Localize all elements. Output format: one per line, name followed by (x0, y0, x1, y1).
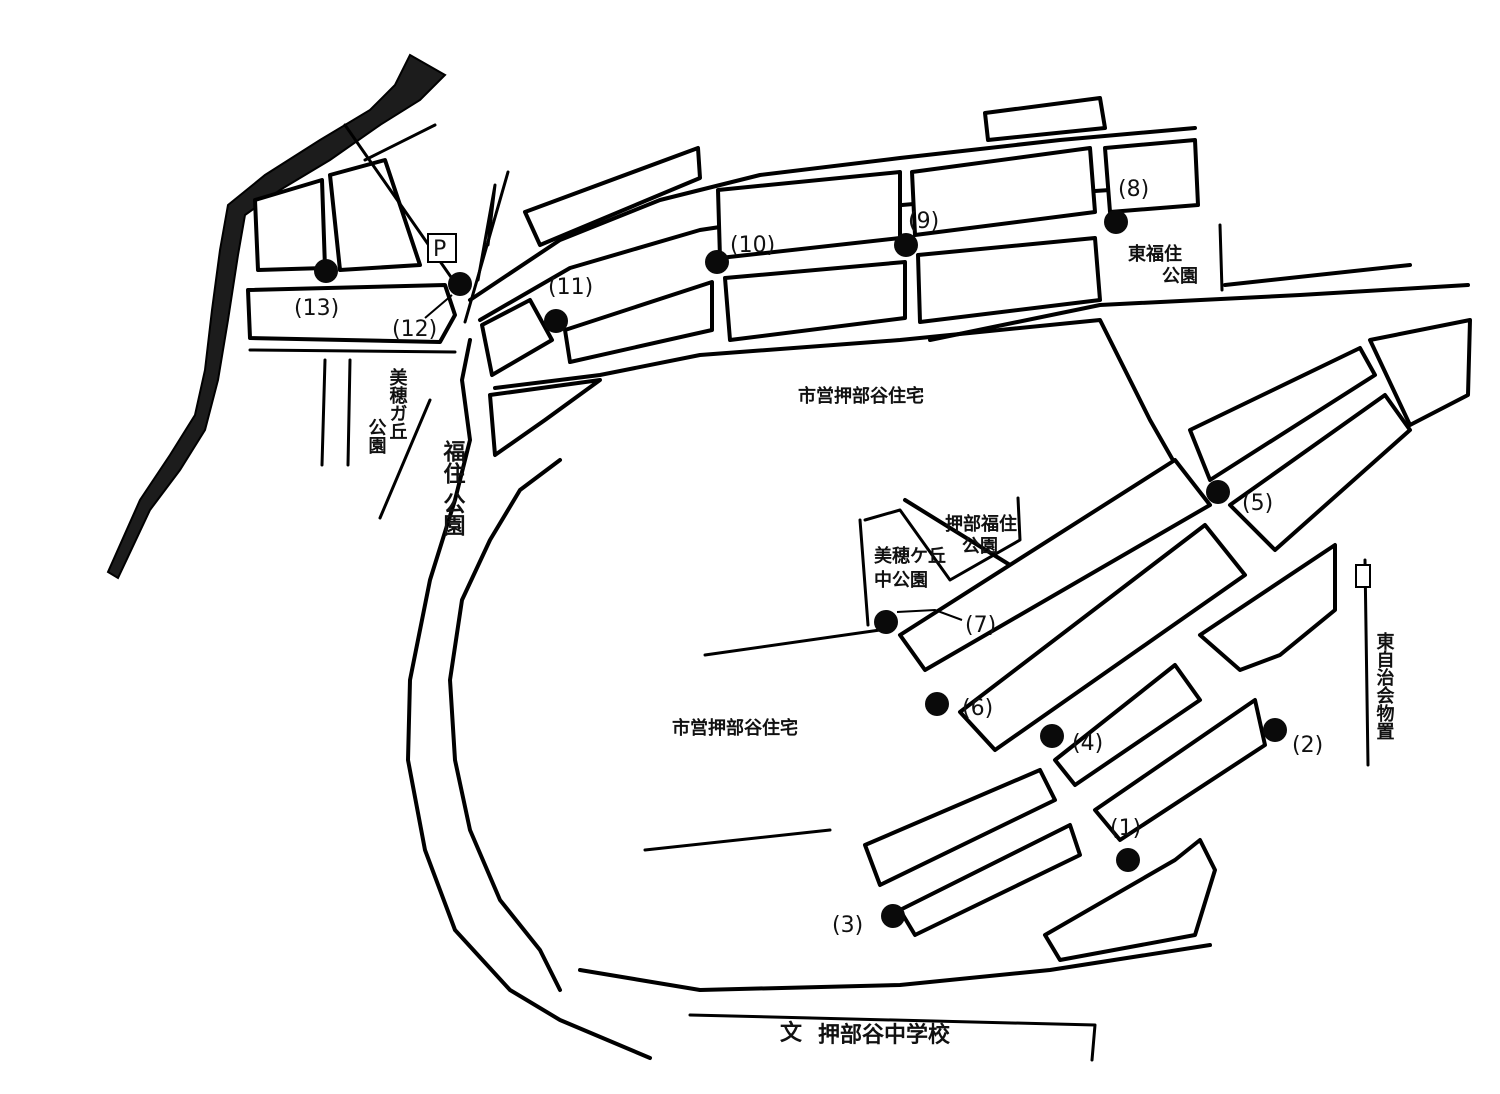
road-nw-v1 (320, 358, 327, 467)
park-mihogaoka-1: 美穂ガ丘 (387, 367, 408, 440)
label-7: (7) (965, 613, 996, 638)
school-name: 押部谷中学校 (818, 1022, 951, 1048)
parking-label: P (433, 237, 446, 262)
park-fukuzumi-2: 公園 (440, 492, 466, 536)
block-se-9 (898, 823, 1082, 937)
point-2[interactable] (1263, 718, 1287, 742)
label-2: (2) (1292, 733, 1323, 758)
block-se-7 (1093, 698, 1267, 842)
park-mihogaoka-small-1: 美穂ケ丘 (874, 545, 946, 567)
block-row1-c (1103, 138, 1200, 214)
road-center-small (863, 496, 1022, 582)
point-6[interactable] (925, 692, 949, 716)
road-west-loop (448, 458, 562, 992)
point-5[interactable] (1206, 480, 1230, 504)
road-east-long (928, 283, 1470, 342)
road-storage (1363, 558, 1370, 767)
label-5: (5) (1242, 491, 1273, 516)
parking-box (427, 233, 457, 263)
block-se-1 (1188, 346, 1377, 482)
road-school-top (688, 1013, 1097, 1062)
label-9: (9) (908, 209, 939, 234)
road-nw-v2 (346, 358, 352, 467)
north-block-1 (523, 146, 702, 247)
road-south (578, 943, 1212, 992)
label-11: (11) (548, 275, 593, 300)
storage-box (1355, 564, 1371, 588)
point-4[interactable] (1040, 724, 1064, 748)
leader-12 (424, 294, 453, 319)
point-12[interactable] (448, 272, 472, 296)
label-3: (3) (832, 913, 863, 938)
block-nw-3 (246, 283, 457, 344)
block-se-5 (1198, 543, 1337, 672)
park-higashi-fukuzumi-1: 東福住 (1128, 243, 1182, 265)
road-fukuzumi (378, 398, 432, 520)
block-se-2 (1228, 393, 1412, 552)
road-ne-diag-2 (363, 123, 437, 162)
label-10: (10) (730, 233, 775, 258)
park-fukuzumi-1: 福住 (440, 440, 467, 484)
point-3[interactable] (881, 904, 905, 928)
label-6: (6) (962, 696, 993, 721)
housing-center-label: 市営押部谷住宅 (672, 717, 798, 739)
block-row1-b (910, 146, 1097, 237)
river (106, 53, 447, 580)
park-oshibe-fukuzumi-1: 押部福住 (945, 513, 1017, 535)
block-row2-d (480, 298, 554, 377)
block-se-10 (1043, 838, 1217, 962)
block-mid-1 (488, 378, 602, 457)
block-se-3 (898, 458, 1212, 672)
label-4: (4) (1072, 731, 1103, 756)
label-8: (8) (1118, 177, 1149, 202)
label-12: (12) (392, 317, 437, 342)
park-mihogaoka-2: 公園 (366, 418, 387, 455)
point-7[interactable] (874, 610, 898, 634)
road-east-stub (1218, 223, 1224, 292)
road-mid-south (643, 828, 832, 852)
label-13: (13) (294, 296, 339, 321)
block-ne-right (1368, 318, 1472, 427)
block-row2-c (916, 236, 1102, 324)
park-higashi-fukuzumi-2: 公園 (1162, 266, 1198, 287)
block-row2-b (723, 260, 907, 342)
road-east-long-2 (1223, 263, 1412, 287)
block-nw-2 (328, 158, 422, 272)
label-1: (1) (1110, 816, 1141, 841)
point-9[interactable] (894, 233, 918, 257)
point-10[interactable] (705, 250, 729, 274)
block-row2-a (563, 280, 714, 364)
point-13[interactable] (314, 259, 338, 283)
road-center-small-2 (858, 518, 870, 627)
block-se-6 (1053, 663, 1202, 787)
road-mid-west (703, 628, 882, 657)
housing-north-label: 市営押部谷住宅 (798, 385, 924, 407)
block-nw-left (248, 348, 457, 354)
park-mihogaoka-small-2: 中公園 (874, 569, 928, 591)
jichikai-storage-label: 東自治会物置 (1374, 631, 1395, 740)
north-block-2 (983, 96, 1107, 142)
road-p (476, 183, 497, 282)
point-11[interactable] (544, 309, 568, 333)
road-p2 (463, 170, 510, 324)
block-se-4 (958, 523, 1247, 752)
leader-7 (896, 608, 963, 621)
point-1[interactable] (1116, 848, 1140, 872)
point-8[interactable] (1104, 210, 1128, 234)
road-west-loop-outer (406, 338, 652, 1060)
school-symbol: 文 (780, 1020, 803, 1046)
block-se-8 (863, 768, 1057, 887)
park-oshibe-fukuzumi-2: 公園 (962, 536, 998, 557)
road-north-outer (468, 126, 1197, 302)
